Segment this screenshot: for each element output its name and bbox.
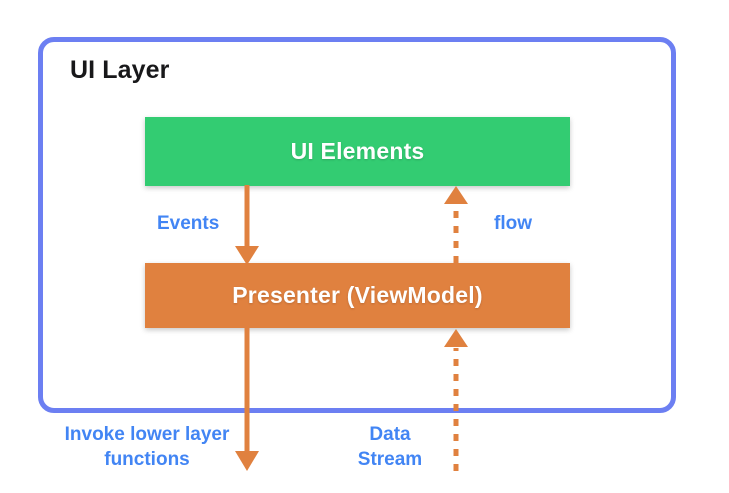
edge-label-flow: flow <box>494 213 532 234</box>
node-presenter-label: Presenter (ViewModel) <box>232 282 483 308</box>
node-ui-elements-label: UI Elements <box>290 138 425 164</box>
node-presenter[interactable]: Presenter (ViewModel) <box>145 263 570 328</box>
ui-layer-container <box>38 37 676 413</box>
edge-label-events: Events <box>157 213 220 234</box>
edge-label-invoke-lower-layer: Invoke lower layer functions <box>64 424 230 470</box>
edge-label-data-stream: Data Stream <box>357 424 423 470</box>
ui-layer-title: UI Layer <box>70 56 170 84</box>
node-ui-elements[interactable]: UI Elements <box>145 117 570 186</box>
